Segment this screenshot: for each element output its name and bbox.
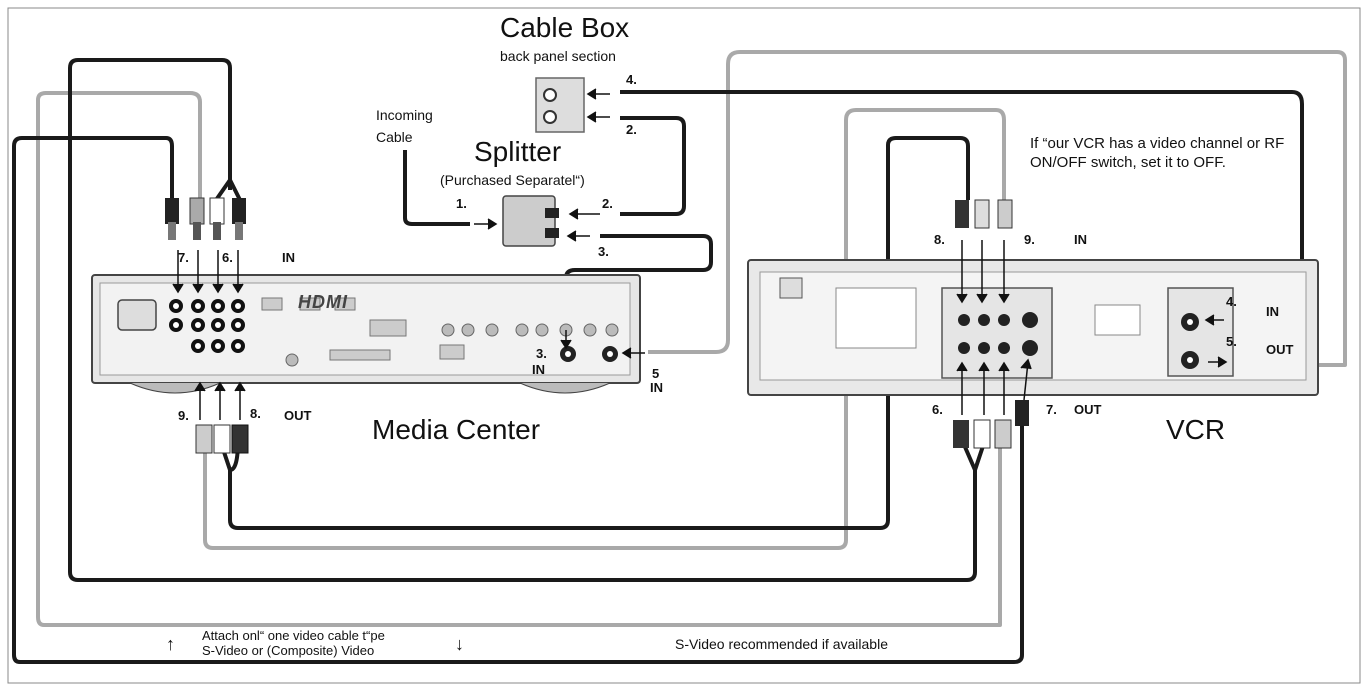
cable-5-rf [648,50,1347,367]
label-in-5: IN [650,380,663,395]
label-in-vcr: IN [1074,232,1087,247]
vcr-label: VCR [1166,414,1226,445]
label-out-vcr-rf: OUT [1266,342,1294,357]
label-out-vcr: OUT [1074,402,1102,417]
incoming-cable-label: Incoming Cable [376,107,433,145]
label-8-vcr: 8. [934,232,945,247]
vcr-device [747,259,1319,396]
cable-box-title: Cable Box [500,12,630,43]
attach-note: Attach onl“ one video cable t“pe S-Video… [202,628,385,658]
label-out-mc: OUT [284,408,312,423]
cable-6-split [214,178,242,202]
top-plugs [165,197,246,240]
label-5-mc: 5 [652,366,660,381]
label-in-3: IN [532,362,545,377]
cable-2 [620,116,686,216]
frame-border [7,7,1361,684]
label-in-mc: IN [282,250,295,265]
label-4-box: 4. [626,72,637,87]
label-7-vcr: 7. [1046,402,1057,417]
cable-box-subtitle: back panel section [500,48,616,64]
label-in-vcr-rf: IN [1266,304,1279,319]
media-center-device [91,274,641,394]
svideo-note: S-Video recommended if available [675,636,888,652]
label-7-mc: 7. [178,250,189,265]
media-center-label: Media Center [372,414,541,445]
arrow-down-icon: ↓ [455,634,464,654]
cable-1 [403,150,470,226]
bottom-plugs-mc [195,424,249,454]
hdmi-logo: HDMI [298,292,348,312]
label-3-splitter: 3. [598,244,609,259]
label-6-mc: 6. [222,250,233,265]
cable-7 [12,136,1024,664]
label-5-vcr: 5. [1226,334,1237,349]
label-4-vcr: 4. [1226,294,1237,309]
splitter-title: Splitter [474,136,562,167]
splitter-subtitle: (Purchased Separatel“) [440,172,585,188]
label-1: 1. [456,196,467,211]
vcr-top-plugs [955,199,1013,229]
cable-6-gray [36,91,1002,627]
label-6-vcr: 6. [932,402,943,417]
vcr-switch-note: If “our VCR has a video channel or RF ON… [1030,135,1285,171]
vcr-bottom-plugs [953,400,1029,449]
label-2-box: 2. [626,122,637,137]
cable-8 [228,136,970,530]
arrow-up-icon: ↑ [166,634,175,654]
cable-3 [564,234,713,345]
label-8-mc: 8. [250,406,261,421]
connection-arrows [172,88,1228,420]
cable-box-panel [535,77,585,133]
label-2-splitter: 2. [602,196,613,211]
label-3-mc: 3. [536,346,547,361]
label-9-vcr: 9. [1024,232,1035,247]
cable-6-black [68,58,977,582]
label-9-mc: 9. [178,408,189,423]
splitter-device [502,195,559,247]
